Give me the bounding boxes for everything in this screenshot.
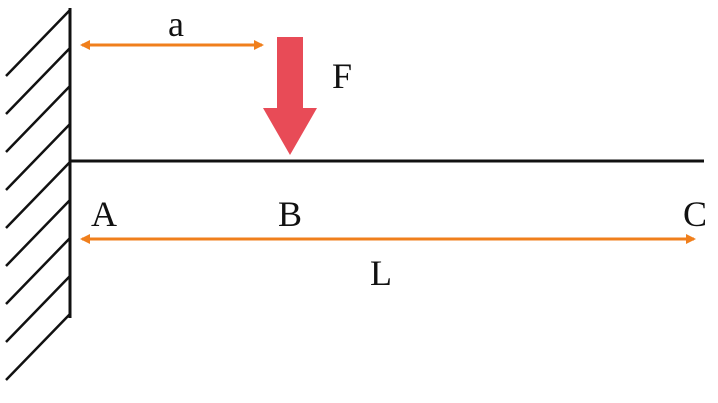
fixed-support-hatch-icon	[5, 8, 72, 381]
label-a: a	[168, 4, 184, 44]
label-length: L	[370, 253, 392, 293]
down-arrow-icon	[263, 37, 317, 155]
label-point-b: B	[278, 194, 302, 234]
label-point-a: A	[91, 194, 117, 234]
label-force: F	[332, 56, 352, 96]
label-point-c: C	[683, 194, 707, 234]
